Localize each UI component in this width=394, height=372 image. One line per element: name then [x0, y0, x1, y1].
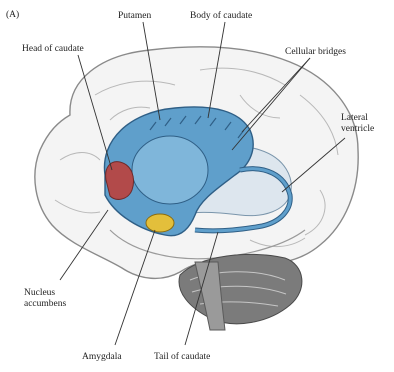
head-of-caudate-shape — [106, 162, 134, 200]
label-body-of-caudate: Body of caudate — [190, 11, 252, 22]
putamen-shape — [132, 136, 208, 204]
label-cellular-bridges: Cellular bridges — [285, 47, 346, 58]
label-nucleus-accumbens: Nucleus accumbens — [24, 288, 66, 310]
label-head-of-caudate: Head of caudate — [22, 44, 84, 55]
label-putamen: Putamen — [118, 11, 151, 22]
label-amygdala: Amygdala — [82, 352, 122, 363]
label-tail-of-caudate: Tail of caudate — [154, 352, 210, 363]
panel-label: (A) — [6, 10, 19, 21]
label-lateral-ventricle: Lateral ventricle — [341, 113, 374, 135]
amygdala-shape — [146, 214, 174, 232]
